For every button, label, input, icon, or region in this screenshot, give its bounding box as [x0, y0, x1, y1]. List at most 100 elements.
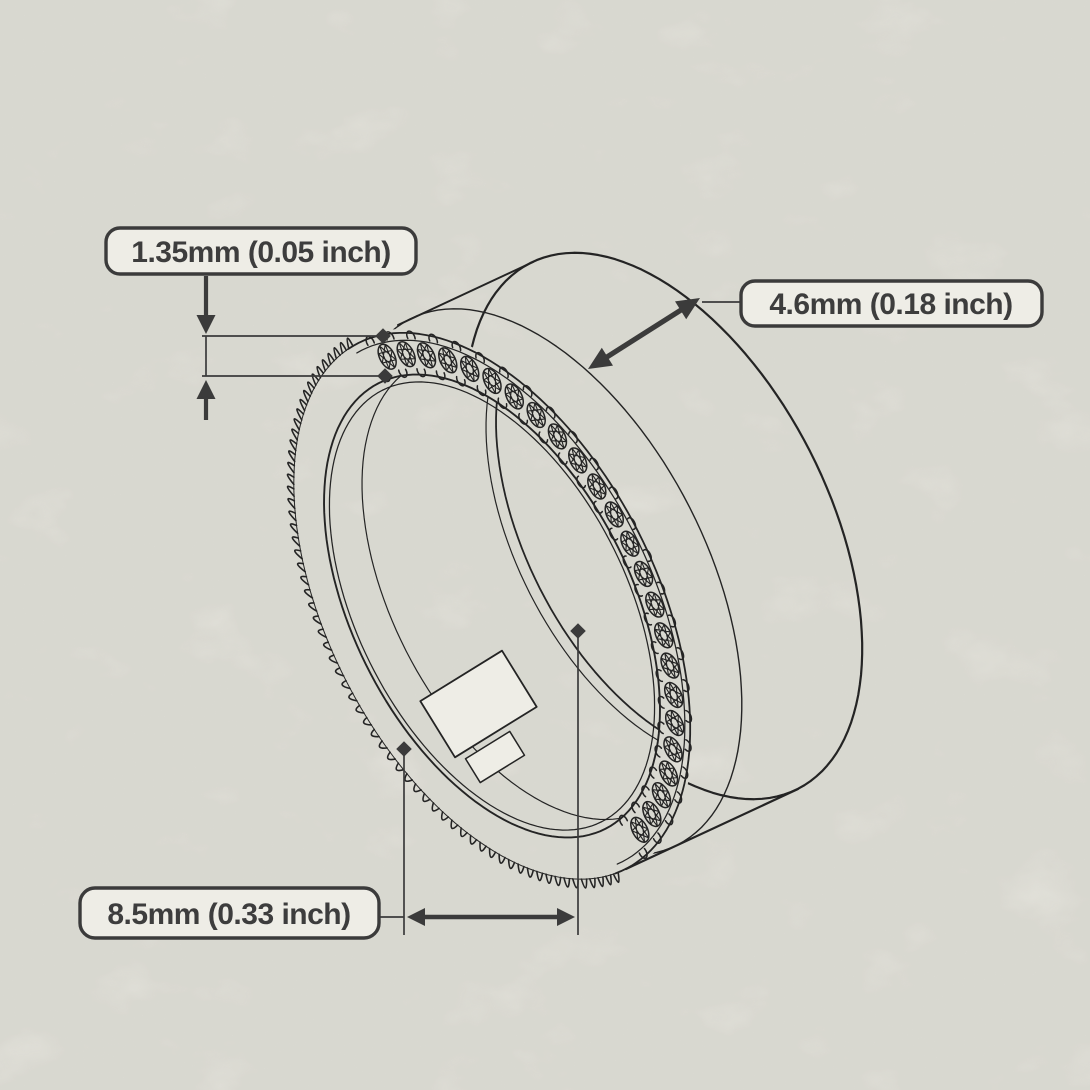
prong-hooks	[363, 267, 773, 867]
prong	[683, 680, 690, 693]
bore-interior	[293, 240, 902, 874]
diamond-facets	[628, 814, 651, 845]
prong	[405, 331, 415, 339]
diamond	[566, 443, 590, 478]
prong	[627, 516, 637, 529]
prong	[476, 351, 485, 363]
arrowhead	[407, 908, 425, 926]
prong	[639, 848, 649, 860]
diamond-facets	[641, 798, 664, 830]
diamond	[504, 379, 524, 413]
prong	[654, 743, 661, 757]
diamond	[657, 756, 679, 791]
prong	[451, 340, 460, 351]
band-silhouette-lines	[398, 262, 798, 869]
diamond	[631, 560, 656, 588]
diamond-facets	[526, 399, 546, 431]
prong	[456, 377, 465, 388]
prong	[417, 369, 427, 377]
diamond	[460, 353, 480, 385]
prong	[650, 641, 658, 654]
serrated-pave-edge	[203, 338, 624, 954]
diamond	[652, 622, 675, 650]
prong	[569, 429, 579, 443]
prong	[590, 456, 600, 470]
diamond-facets	[585, 471, 608, 502]
diamond-facets	[664, 733, 683, 765]
diamond-facets	[644, 593, 666, 616]
prong	[630, 800, 639, 813]
arrowhead	[588, 347, 613, 369]
prong	[500, 365, 509, 377]
arrowhead	[196, 380, 216, 399]
diamond-facets	[438, 347, 458, 374]
prong	[641, 784, 650, 797]
prong	[609, 485, 619, 499]
diamond-facets	[416, 343, 438, 368]
prong	[557, 453, 567, 467]
diamond	[659, 651, 681, 681]
prong	[518, 413, 527, 426]
diamond-facets	[665, 680, 683, 710]
diamond-facets	[547, 420, 569, 452]
prong	[428, 333, 438, 342]
prong	[685, 740, 691, 754]
prong	[608, 528, 618, 541]
diamond-facets	[484, 366, 501, 397]
prong	[658, 720, 664, 734]
hallmark-plate-small	[466, 731, 525, 782]
prong	[653, 833, 662, 846]
prong	[618, 814, 628, 826]
inner-diameter-label-text: 8.5mm (0.33 inch)	[107, 898, 350, 931]
bore-back-chamfer	[417, 245, 892, 817]
diamond-facets	[567, 444, 590, 476]
prong	[677, 648, 685, 661]
thickness-label-text: 1.35mm (0.05 inch)	[131, 236, 390, 269]
diamond	[375, 343, 400, 371]
arrowhead	[557, 908, 575, 926]
diamond	[627, 813, 652, 846]
diamond	[643, 592, 667, 617]
prong	[656, 668, 663, 681]
prong	[398, 369, 408, 378]
diamond-facets	[376, 344, 399, 370]
prong	[523, 383, 532, 396]
bore-back-edge	[427, 240, 902, 812]
prong	[675, 792, 683, 806]
prong	[686, 710, 692, 724]
prong	[477, 386, 486, 398]
diamond	[415, 342, 438, 369]
thickness-label-box	[104, 226, 418, 276]
prong	[649, 765, 657, 779]
dimension-label-inner-diameter: 8.5mm (0.33 inch)	[78, 886, 381, 940]
diamond-facets	[632, 561, 655, 587]
diamond	[483, 364, 501, 397]
prong	[668, 615, 676, 627]
prong	[436, 371, 446, 380]
prong	[643, 549, 653, 562]
prong	[546, 405, 556, 419]
front-ring-face	[203, 260, 777, 953]
prong	[592, 501, 602, 515]
diamond-facets	[651, 779, 673, 811]
diamond-facets	[653, 623, 674, 648]
prong	[498, 398, 507, 410]
prong	[681, 767, 688, 781]
arrowhead	[196, 315, 216, 334]
prong	[575, 476, 585, 490]
arrowhead	[675, 298, 700, 320]
inner-diameter-label-box	[78, 886, 381, 940]
pave-diamonds	[373, 280, 762, 852]
diamond	[617, 529, 642, 559]
diamond	[664, 679, 684, 711]
diamond	[640, 797, 664, 831]
diamond-facets	[395, 342, 418, 365]
diamond	[584, 470, 609, 504]
dimension-label-band-width: 4.6mm (0.18 inch)	[739, 279, 1044, 328]
diamond-facets	[618, 530, 642, 558]
hallmark-plate	[420, 651, 536, 758]
prong	[538, 432, 548, 446]
prong	[633, 584, 642, 596]
